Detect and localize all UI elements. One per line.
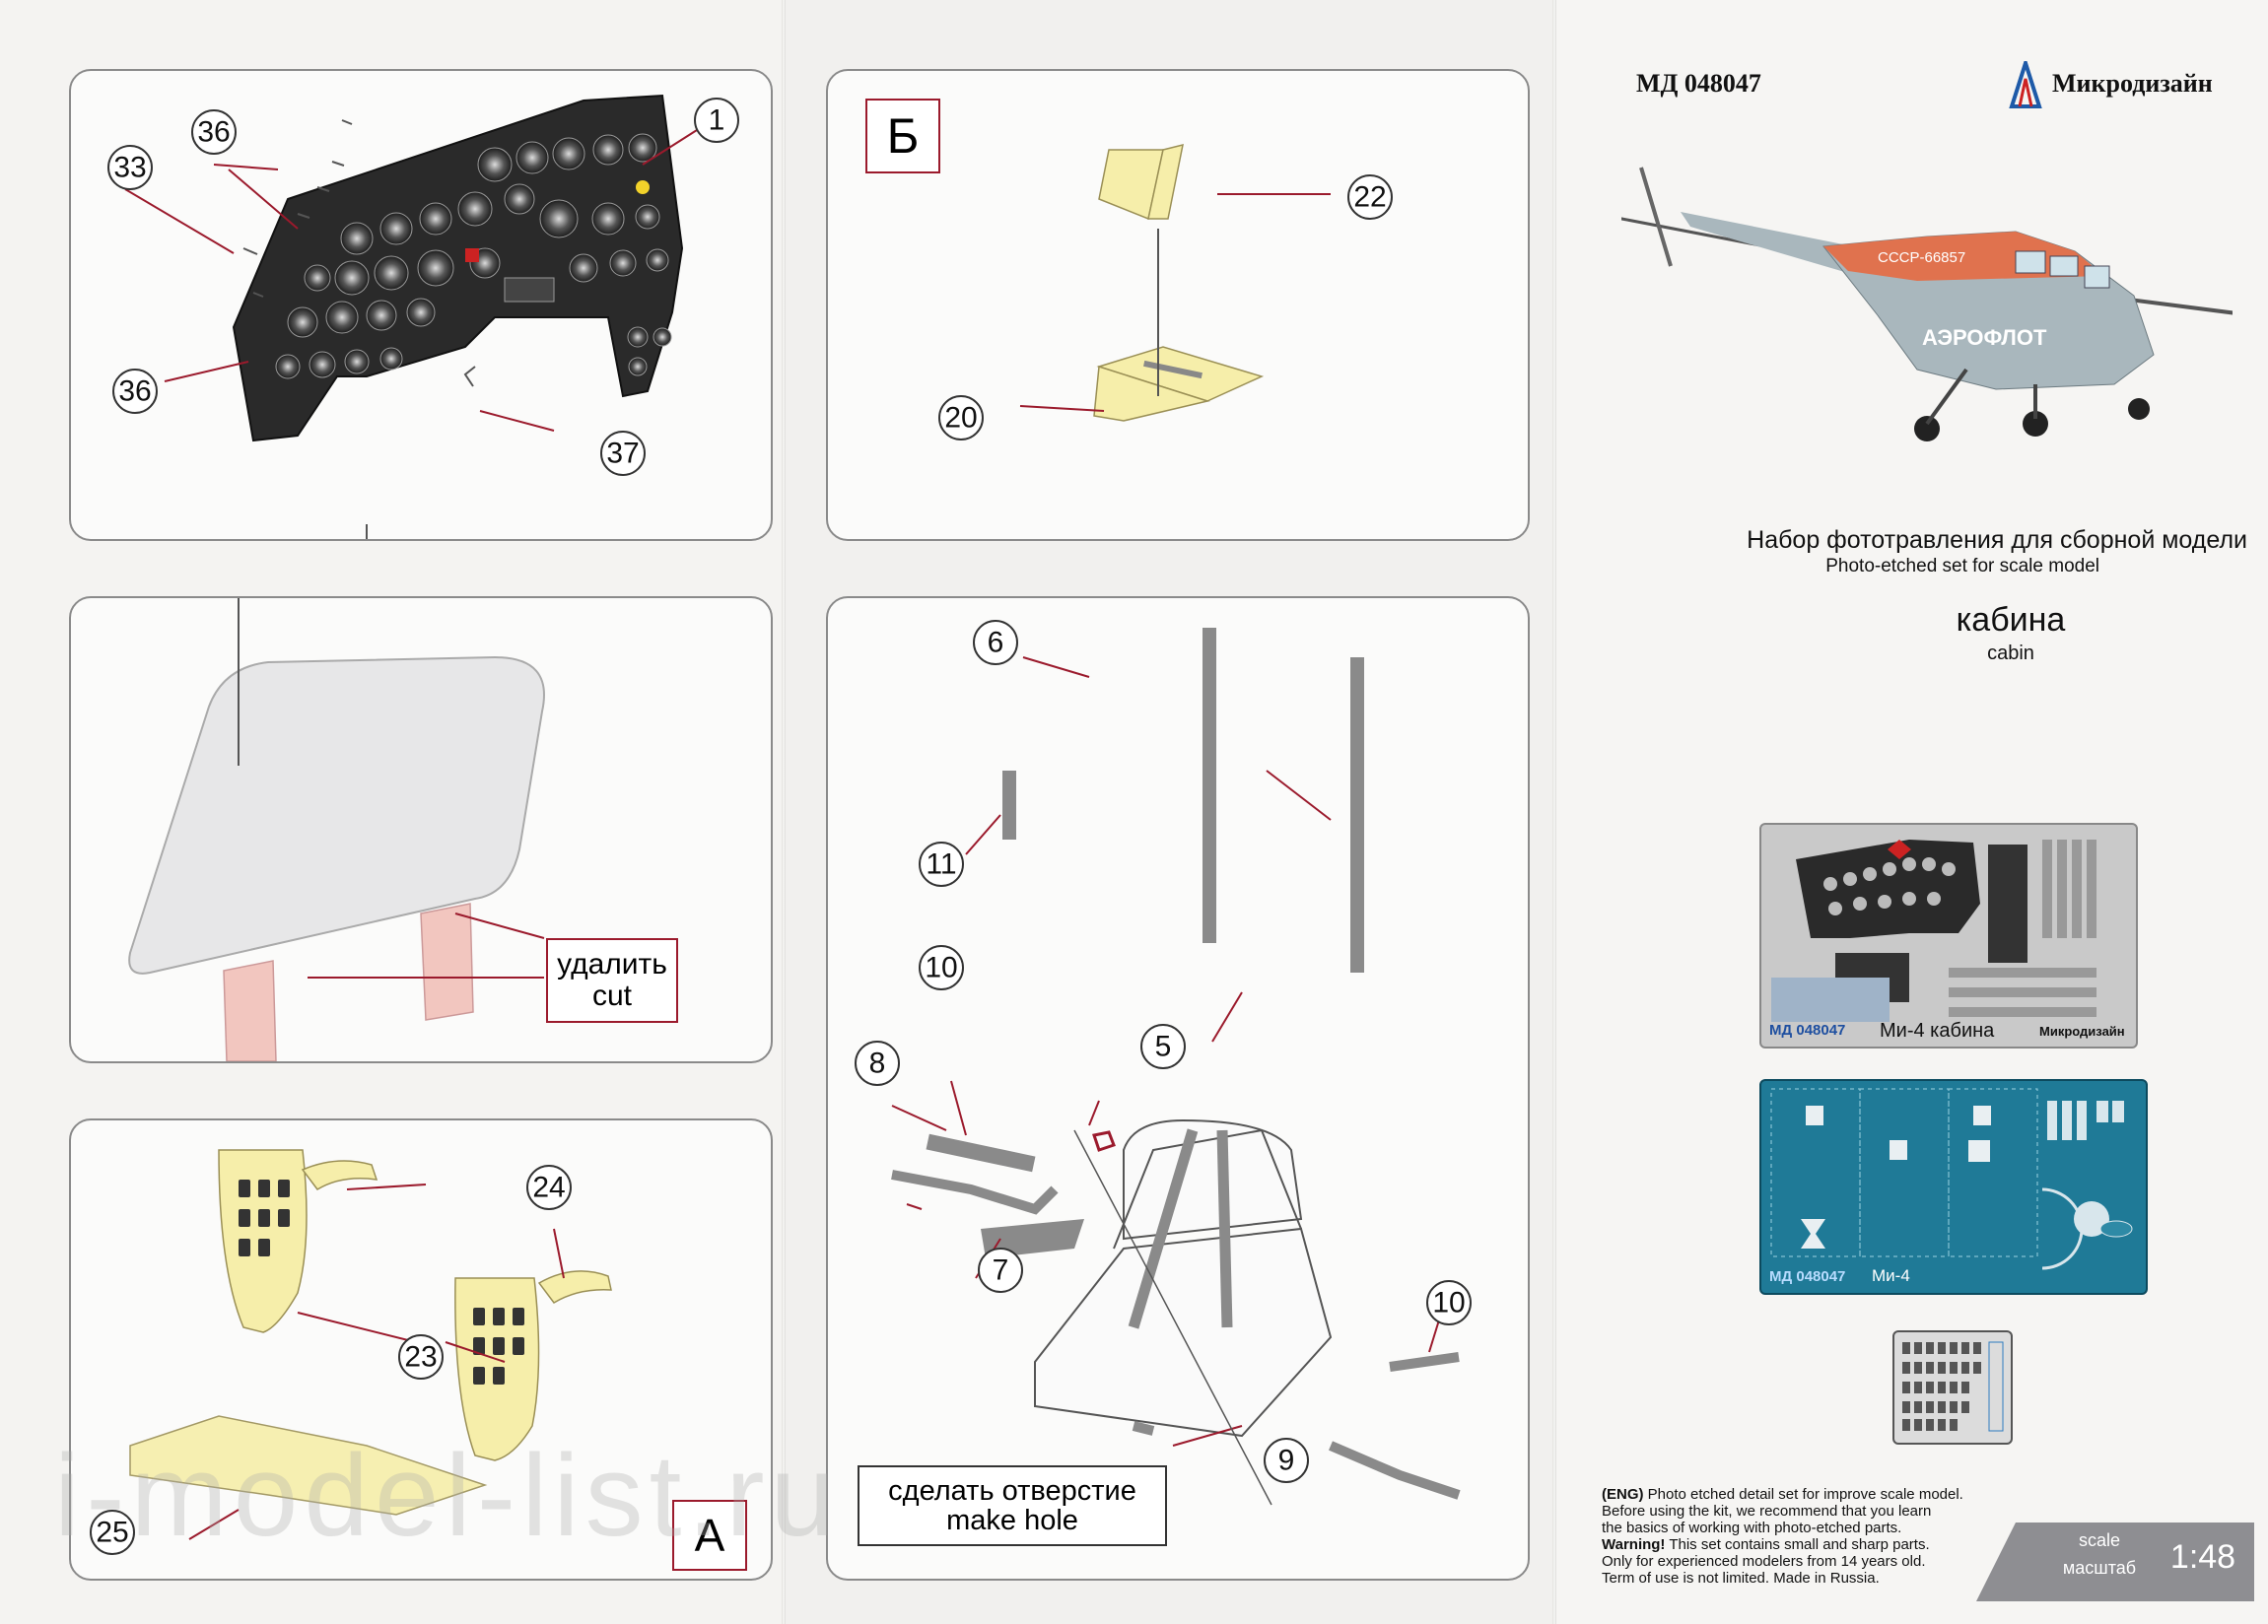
cut-label: удалить cut [546, 938, 678, 1023]
svg-text:23: 23 [404, 1341, 437, 1374]
fret1-brand: Микродизайн [2039, 1024, 2125, 1039]
make-hole-ru: сделать отверстие [888, 1475, 1136, 1507]
scale-label-ru: масштаб [2062, 1558, 2137, 1578]
fret1-name: Ми-4 кабина [1880, 1020, 1995, 1042]
scale-label-en: scale [2078, 1530, 2121, 1550]
panel-shell-drawing [128, 598, 545, 1061]
instrument-panel-drawing: 1 36 33 36 37 [107, 94, 739, 539]
svg-text:36: 36 [197, 116, 230, 149]
disclaimer-line: Term of use is not limited. Made in Russ… [1602, 1570, 1880, 1587]
helicopter-registration: СССР-66857 [1878, 249, 1965, 266]
callout-20: 20 [938, 395, 984, 440]
fret2-name: Ми-4 [1872, 1266, 1910, 1285]
product-code: МД 048047 [1636, 69, 1761, 98]
svg-text:22: 22 [1353, 181, 1386, 214]
cut-label-en: cut [591, 980, 633, 1012]
callout-33: 33 [107, 145, 153, 190]
callout-23: 23 [398, 1334, 444, 1380]
fold-line [782, 0, 786, 1624]
svg-text:11: 11 [926, 848, 956, 881]
pe-fret-small [1892, 1330, 2013, 1445]
make-hole-en: make hole [946, 1505, 1078, 1536]
callout-36: 36 [191, 109, 237, 155]
svg-text:37: 37 [606, 438, 639, 470]
step-panel-cut: удалить cut [69, 596, 773, 1063]
subject-en: cabin [1987, 643, 2034, 664]
callout-7: 7 [978, 1248, 1023, 1293]
disclaimer-line: Before using the kit, we recommend that … [1602, 1503, 1932, 1520]
step-panel-seat: 6 11 10 8 5 7 10 9 сделать отверстие mak… [826, 596, 1530, 1581]
pedal-parts-drawing: 24 23 25 [90, 1149, 612, 1555]
callout-36: 36 [112, 369, 158, 414]
callout-37: 37 [600, 431, 646, 476]
seat-belt-drawing: 6 11 10 8 5 7 10 9 [855, 620, 1472, 1506]
helicopter-livery: АЭРОФЛОТ [1922, 325, 2047, 350]
disclaimer-line: Photo etched detail set for improve scal… [1647, 1486, 1963, 1503]
disclaimer-line: This set contains small and sharp parts. [1669, 1536, 1930, 1553]
svg-text:20: 20 [944, 402, 977, 435]
step-panel-b: 22 20 Б [826, 69, 1530, 541]
scale-value: 1:48 [2169, 1538, 2236, 1576]
disclaimer-eng-tag: (ENG) [1602, 1486, 1644, 1503]
svg-text:25: 25 [96, 1517, 128, 1549]
section-a-label: А [672, 1500, 747, 1571]
callout-10: 10 [919, 945, 964, 990]
subject-ru: кабина [1956, 601, 2066, 639]
cut-label-ru: удалить [557, 948, 667, 981]
warning-lamp-icon [636, 180, 650, 194]
callout-9: 9 [1264, 1438, 1309, 1483]
svg-text:5: 5 [1155, 1031, 1172, 1063]
pe-fret-cabin: МД 048047 Ми-4 кабина Микродизайн [1759, 823, 2138, 1049]
disclaimer-line: Only for experienced modelers from 14 ye… [1602, 1553, 1926, 1570]
callout-11: 11 [919, 842, 964, 887]
callout-1: 1 [694, 98, 739, 143]
bracket-parts-drawing: 22 20 [938, 143, 1393, 440]
disclaimer-warning-tag: Warning! [1602, 1536, 1666, 1553]
step-panel-instrument: 1 36 33 36 37 [69, 69, 773, 541]
title-en: Photo-etched set for scale model [1825, 556, 2099, 576]
scale-badge: scale масштаб 1:48 [1976, 1522, 2254, 1601]
fold-line [1552, 0, 1556, 1624]
svg-text:1: 1 [709, 104, 725, 137]
section-b-label: Б [865, 99, 940, 173]
pe-fret-floor: МД 048047 Ми-4 [1759, 1079, 2148, 1295]
callout-24: 24 [526, 1165, 572, 1210]
svg-text:7: 7 [993, 1254, 1009, 1287]
callout-5: 5 [1140, 1024, 1186, 1069]
callout-25: 25 [90, 1510, 135, 1555]
svg-text:9: 9 [1278, 1445, 1295, 1477]
svg-text:6: 6 [988, 627, 1004, 659]
callout-6: 6 [973, 620, 1018, 665]
svg-text:36: 36 [118, 375, 151, 408]
title-ru: Набор фототравления для сборной модели [1747, 526, 2247, 554]
svg-text:10: 10 [1432, 1287, 1465, 1320]
disclaimer-text: (ENG) Photo etched detail set for improv… [1602, 1486, 2065, 1587]
brand-logo-icon [2006, 56, 2045, 108]
disclaimer-line: the basics of working with photo-etched … [1602, 1520, 1902, 1536]
fret2-code: МД 048047 [1769, 1268, 1846, 1285]
svg-text:10: 10 [925, 952, 957, 984]
svg-text:8: 8 [869, 1048, 886, 1080]
brand-name: Микродизайн [2052, 69, 2213, 98]
callout-10: 10 [1426, 1280, 1472, 1325]
svg-text:24: 24 [532, 1172, 565, 1204]
helicopter-illustration: СССР-66857 АЭРОФЛОТ [1611, 158, 2253, 453]
callout-8: 8 [855, 1041, 900, 1086]
callout-22: 22 [1347, 174, 1393, 220]
svg-text:33: 33 [113, 152, 146, 184]
fret1-code: МД 048047 [1769, 1022, 1846, 1039]
step-panel-pedals: 24 23 25 А [69, 1118, 773, 1581]
make-hole-label: сделать отверстие make hole [858, 1465, 1167, 1546]
